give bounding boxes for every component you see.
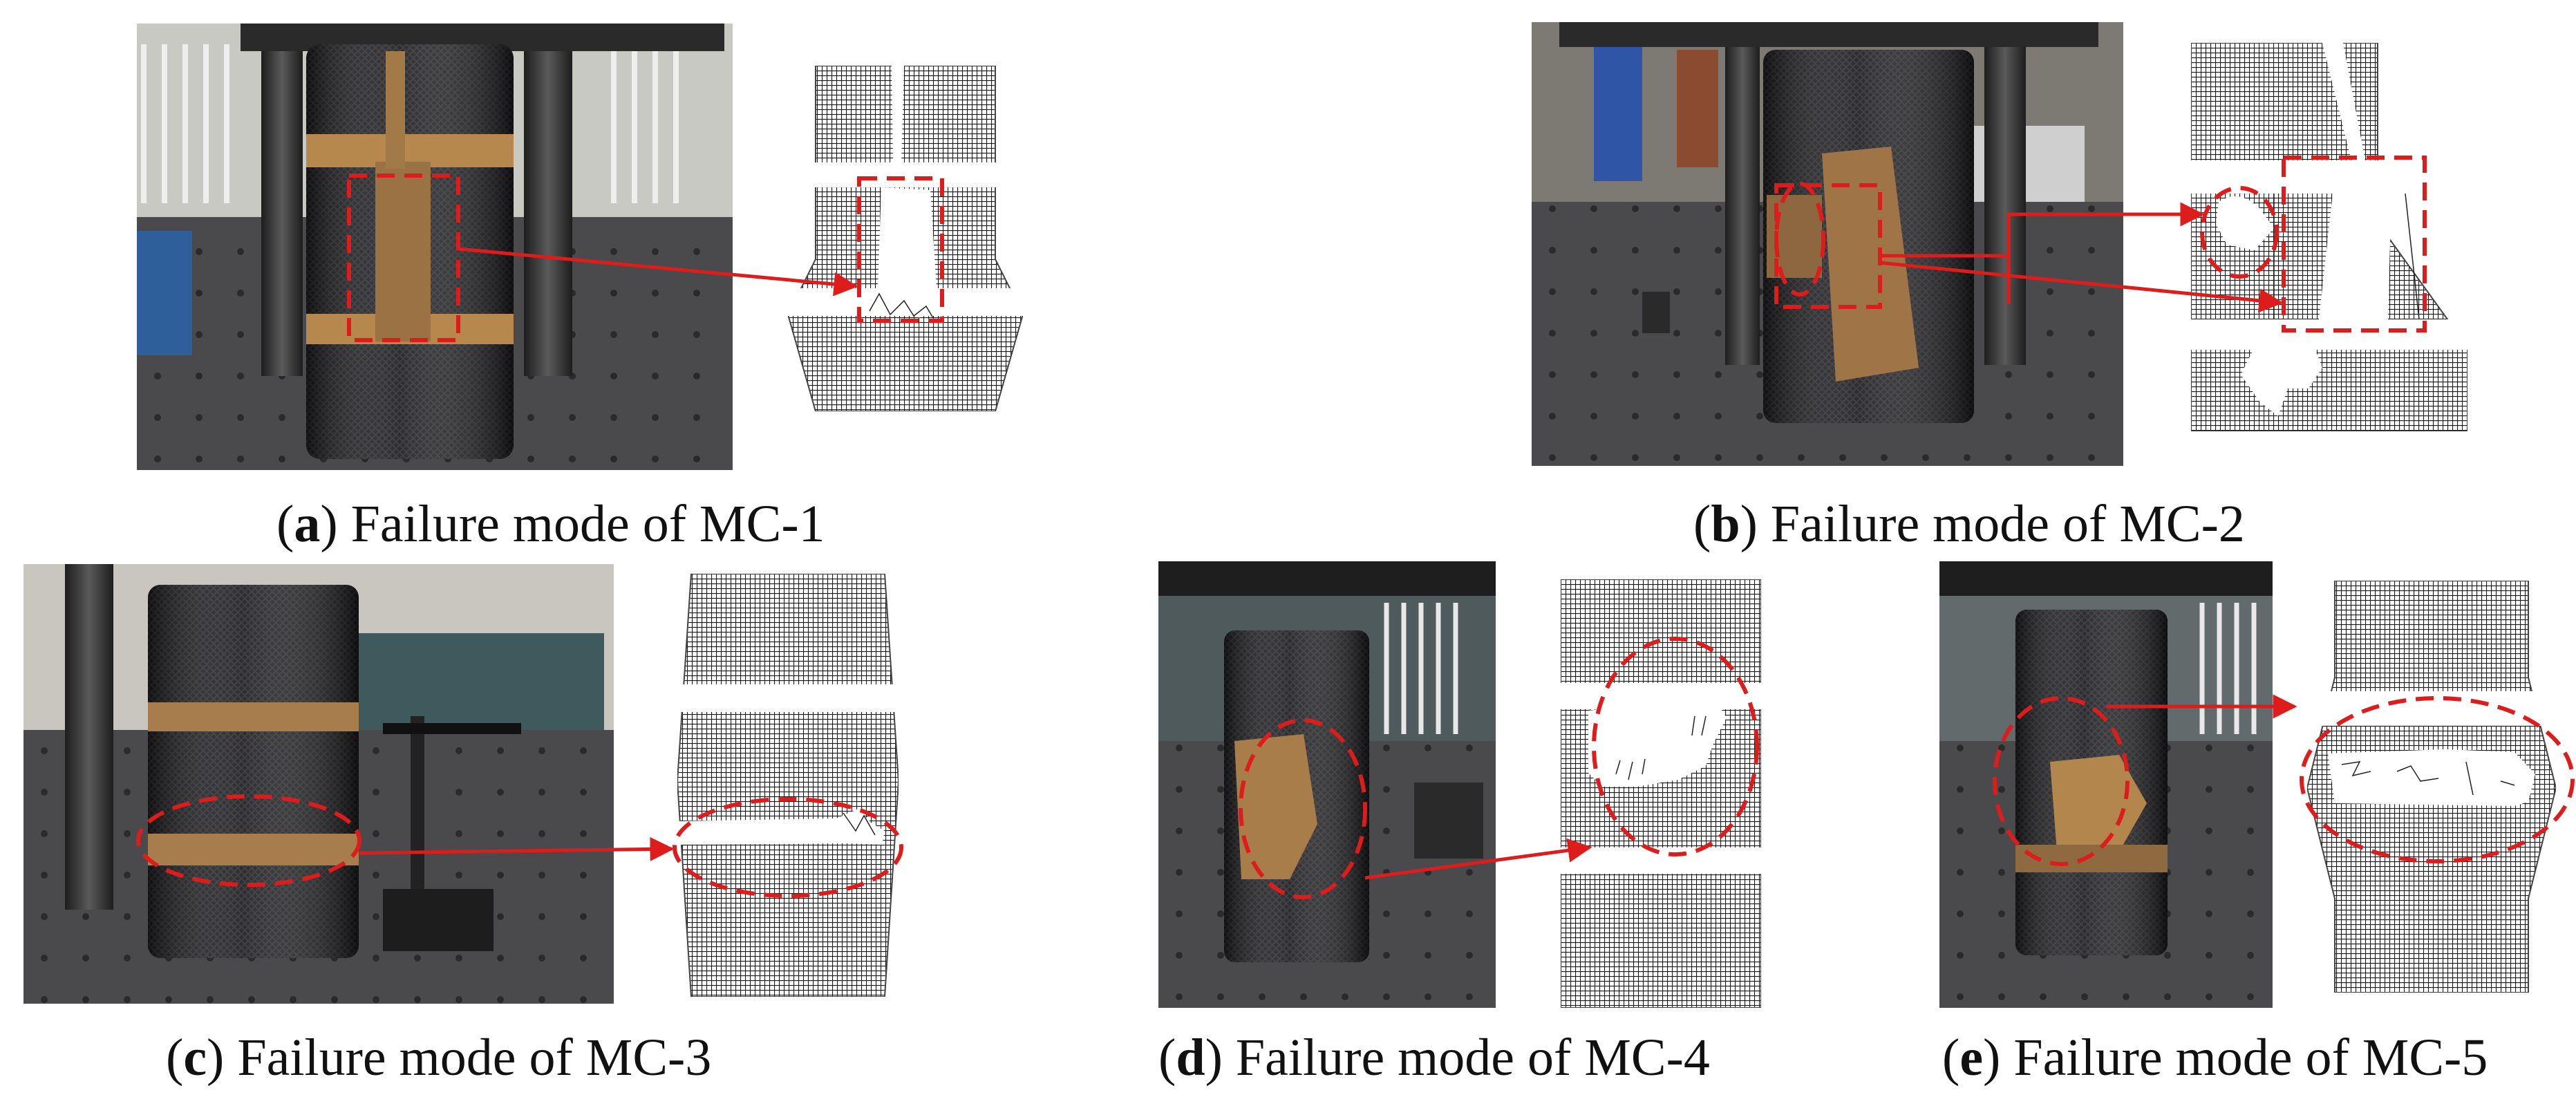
panel-b-photo <box>1532 22 2123 466</box>
panel-a-caption-text: Failure mode of MC-1 <box>350 495 825 553</box>
panel-b-caption: (b) Failure mode of MC-2 <box>1693 495 2245 553</box>
panel-c-letter: c <box>183 1029 207 1087</box>
panel-d-caption: (d) Failure mode of MC-4 <box>1158 1029 1710 1087</box>
panel-c-caption-text: Failure mode of MC-3 <box>237 1029 712 1087</box>
panel-c-failure-sketch <box>677 574 899 997</box>
panel-e-caption: (e) Failure mode of MC-5 <box>1942 1029 2488 1087</box>
panel-e-photo <box>1939 561 2273 1008</box>
panel-d-caption-text: Failure mode of MC-4 <box>1235 1029 1710 1087</box>
panel-e-failure-sketch <box>2307 581 2556 993</box>
panel-d-photo <box>1158 561 1496 1008</box>
panel-c-caption: (c) Failure mode of MC-3 <box>166 1029 712 1087</box>
panel-d-failure-sketch <box>1561 579 1761 1008</box>
panel-a-letter: a <box>294 495 321 553</box>
panel-a-caption: (a) Failure mode of MC-1 <box>276 495 825 553</box>
panel-b-failure-sketch <box>2191 43 2467 431</box>
panel-a-photo <box>137 24 733 470</box>
panel-e-letter: e <box>1959 1029 1984 1087</box>
panel-d-letter: d <box>1176 1029 1205 1087</box>
panel-e-caption-text: Failure mode of MC-5 <box>2013 1029 2488 1087</box>
panel-c-photo <box>23 564 614 1004</box>
panel-b-caption-text: Failure mode of MC-2 <box>1770 495 2245 553</box>
panel-b-letter: b <box>1711 495 1740 553</box>
panel-a-failure-sketch <box>788 66 1023 411</box>
